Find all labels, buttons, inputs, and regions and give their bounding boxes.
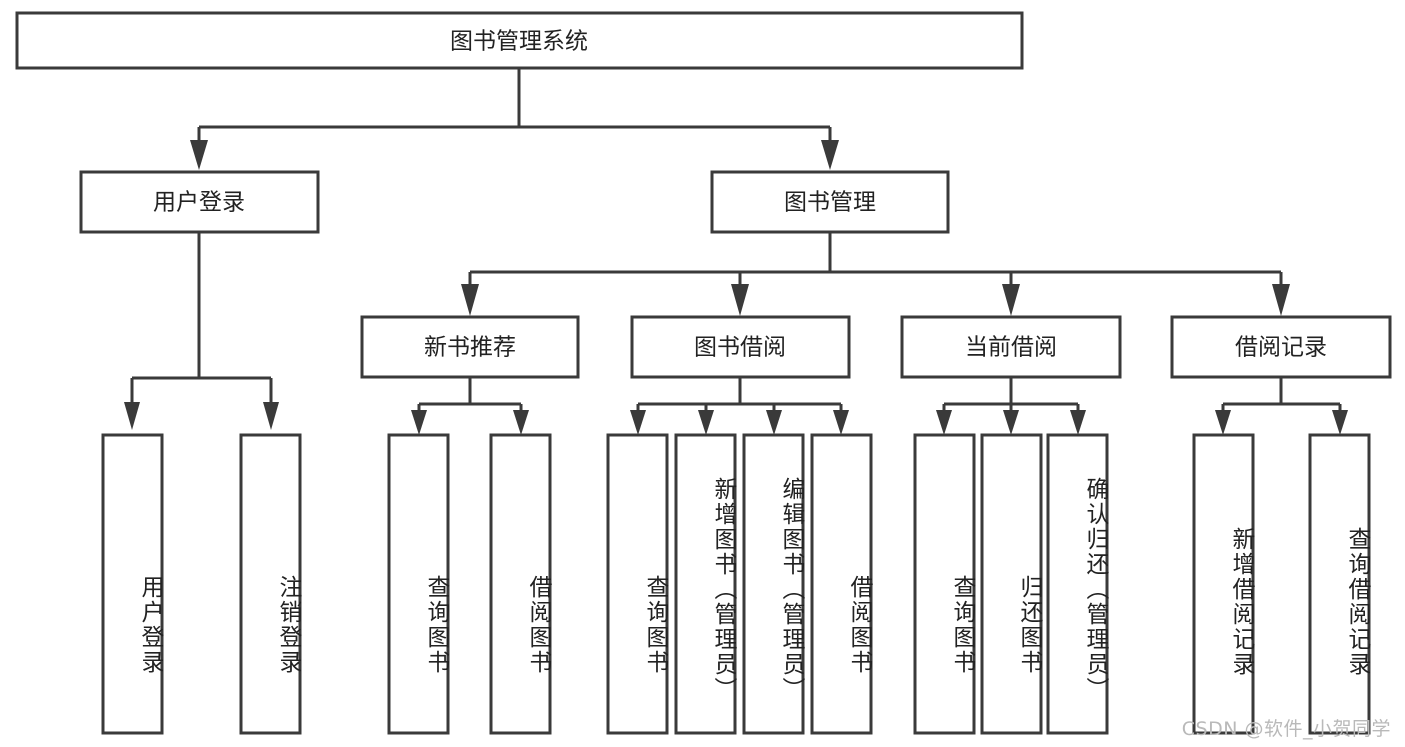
node-box[interactable] xyxy=(387,433,450,735)
connector-newbook-to-leaves xyxy=(411,378,529,435)
node-box xyxy=(360,315,580,379)
connector-bookmanage-to-level2 xyxy=(461,232,1290,316)
node-borrow-record-label: 借阅记录 xyxy=(1235,335,1327,361)
node-box xyxy=(79,170,320,234)
arrow-head-icon xyxy=(124,402,140,430)
node-current-borrow-label: 当前借阅 xyxy=(965,335,1057,361)
node-book-borrow[interactable]: 图书借阅 xyxy=(630,315,851,379)
arrow-head-icon xyxy=(1003,410,1019,435)
node-root[interactable]: 图书管理系统 xyxy=(15,11,1024,70)
node-book-manage-label: 图书管理 xyxy=(784,190,876,216)
node-box[interactable] xyxy=(239,433,302,735)
node-box[interactable] xyxy=(674,433,737,735)
arrow-head-icon xyxy=(513,410,529,435)
connector-root-to-level1 xyxy=(190,68,839,170)
node-box xyxy=(900,315,1122,379)
node-user-login[interactable]: 用户登录 xyxy=(79,170,320,234)
node-new-book-recommend-label: 新书推荐 xyxy=(424,335,516,361)
node-box xyxy=(1170,315,1392,379)
connector-borrowrecord-to-leaves xyxy=(1215,378,1348,435)
connector-currentborrow-to-leaves xyxy=(936,378,1086,435)
arrow-head-icon xyxy=(411,410,427,435)
arrow-head-icon xyxy=(263,402,279,430)
arrow-head-icon xyxy=(1002,284,1020,316)
node-box[interactable] xyxy=(489,433,552,735)
node-box[interactable] xyxy=(810,433,873,735)
arrow-head-icon xyxy=(698,410,714,435)
node-box xyxy=(710,170,950,234)
arrow-head-icon xyxy=(936,410,952,435)
node-user-login-label: 用户登录 xyxy=(153,190,245,216)
node-box xyxy=(15,11,1024,70)
node-box[interactable] xyxy=(980,433,1043,735)
arrow-head-icon xyxy=(1070,410,1086,435)
arrow-head-icon xyxy=(1215,410,1231,435)
watermark: CSDN @软件_小贺同学 xyxy=(1181,718,1391,740)
arrow-head-icon xyxy=(461,284,479,316)
node-box[interactable] xyxy=(1046,433,1109,735)
connector-userlogin-to-leaves xyxy=(124,232,279,430)
node-box[interactable] xyxy=(101,433,164,735)
node-current-borrow[interactable]: 当前借阅 xyxy=(900,315,1122,379)
node-book-borrow-label: 图书借阅 xyxy=(694,335,786,361)
node-box[interactable] xyxy=(606,433,669,735)
arrow-head-icon xyxy=(190,140,208,170)
leaf-boxes xyxy=(101,433,1371,735)
node-root-label: 图书管理系统 xyxy=(450,29,588,55)
arrow-head-icon xyxy=(731,284,749,316)
node-new-book-recommend[interactable]: 新书推荐 xyxy=(360,315,580,379)
node-box[interactable] xyxy=(1192,433,1255,735)
arrow-head-icon xyxy=(833,410,849,435)
arrow-head-icon xyxy=(821,140,839,170)
node-box[interactable] xyxy=(1308,433,1371,735)
node-box xyxy=(630,315,851,379)
arrow-head-icon xyxy=(1272,284,1290,316)
arrow-head-icon xyxy=(1332,410,1348,435)
node-box[interactable] xyxy=(913,433,976,735)
node-book-manage[interactable]: 图书管理 xyxy=(710,170,950,234)
arrow-head-icon xyxy=(766,410,782,435)
connector-bookborrow-to-leaves xyxy=(630,378,849,435)
node-box[interactable] xyxy=(742,433,805,735)
arrow-head-icon xyxy=(630,410,646,435)
node-borrow-record[interactable]: 借阅记录 xyxy=(1170,315,1392,379)
